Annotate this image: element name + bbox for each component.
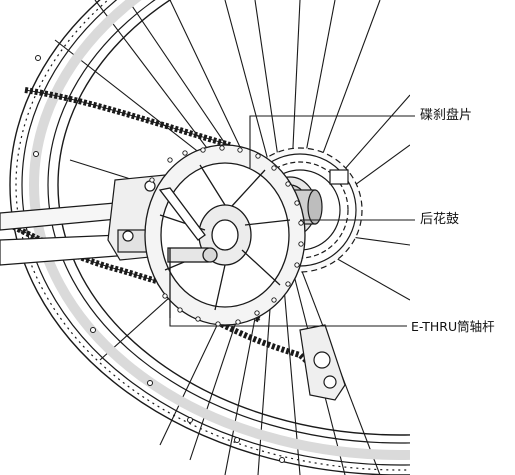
wheel-tire	[9, 0, 410, 475]
rear-hub-label: 后花鼓	[420, 212, 460, 227]
thru-axle-label: E-THRU筒轴杆	[411, 319, 495, 334]
disc-rotor-label: 碟刹盘片	[420, 108, 473, 123]
thru-axle-lever	[158, 187, 218, 318]
rim-holes	[33, 55, 285, 463]
callout-leaders	[169, 115, 415, 327]
rotor-leader-line	[249, 115, 415, 168]
rotor-holes	[149, 145, 304, 327]
axle-leader-line	[169, 318, 407, 327]
derailleur	[299, 169, 349, 401]
disc-rotor	[144, 144, 306, 326]
